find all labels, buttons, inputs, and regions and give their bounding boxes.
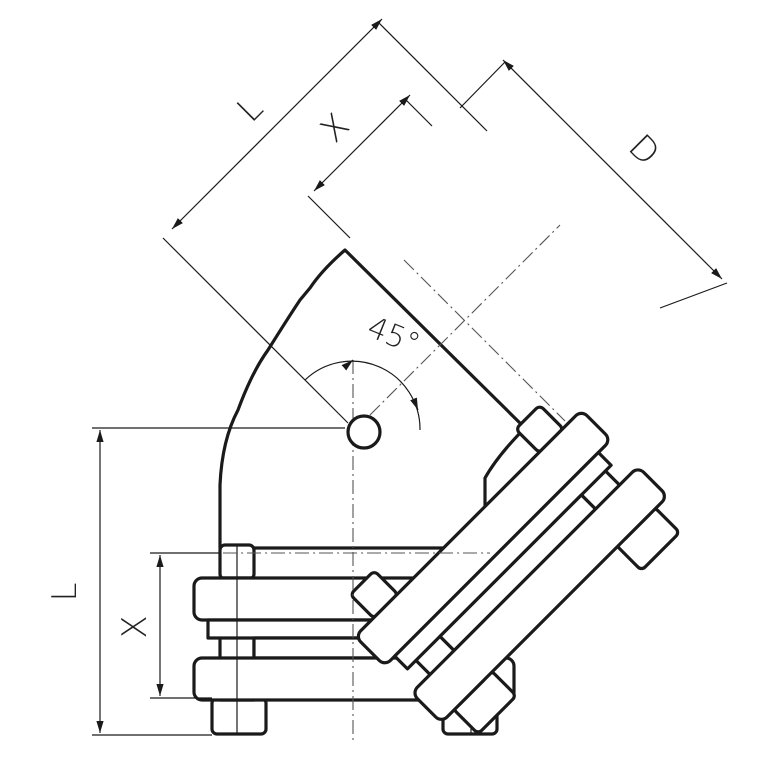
diagonal-L-label: L bbox=[229, 88, 271, 130]
diagonal-X-label: X bbox=[313, 106, 358, 151]
vertical-X-label: X bbox=[115, 615, 155, 638]
flange-guide-line-2 bbox=[403, 259, 566, 422]
vertical-dimensions: L X bbox=[45, 427, 345, 736]
elbow-body bbox=[218, 248, 527, 550]
diagonal-L-dimension-line bbox=[171, 18, 383, 230]
diagonal-flange-assembly bbox=[350, 405, 680, 734]
center-point-circle bbox=[346, 414, 382, 450]
diameter-D-label: D bbox=[620, 127, 667, 174]
diameter-D-dimension-line bbox=[502, 59, 723, 280]
bolt-left-bottom bbox=[210, 696, 268, 736]
diagonal-X-dimension-line bbox=[313, 94, 411, 192]
vertical-L-label: L bbox=[45, 583, 85, 602]
diag-lower-flange bbox=[413, 468, 666, 721]
